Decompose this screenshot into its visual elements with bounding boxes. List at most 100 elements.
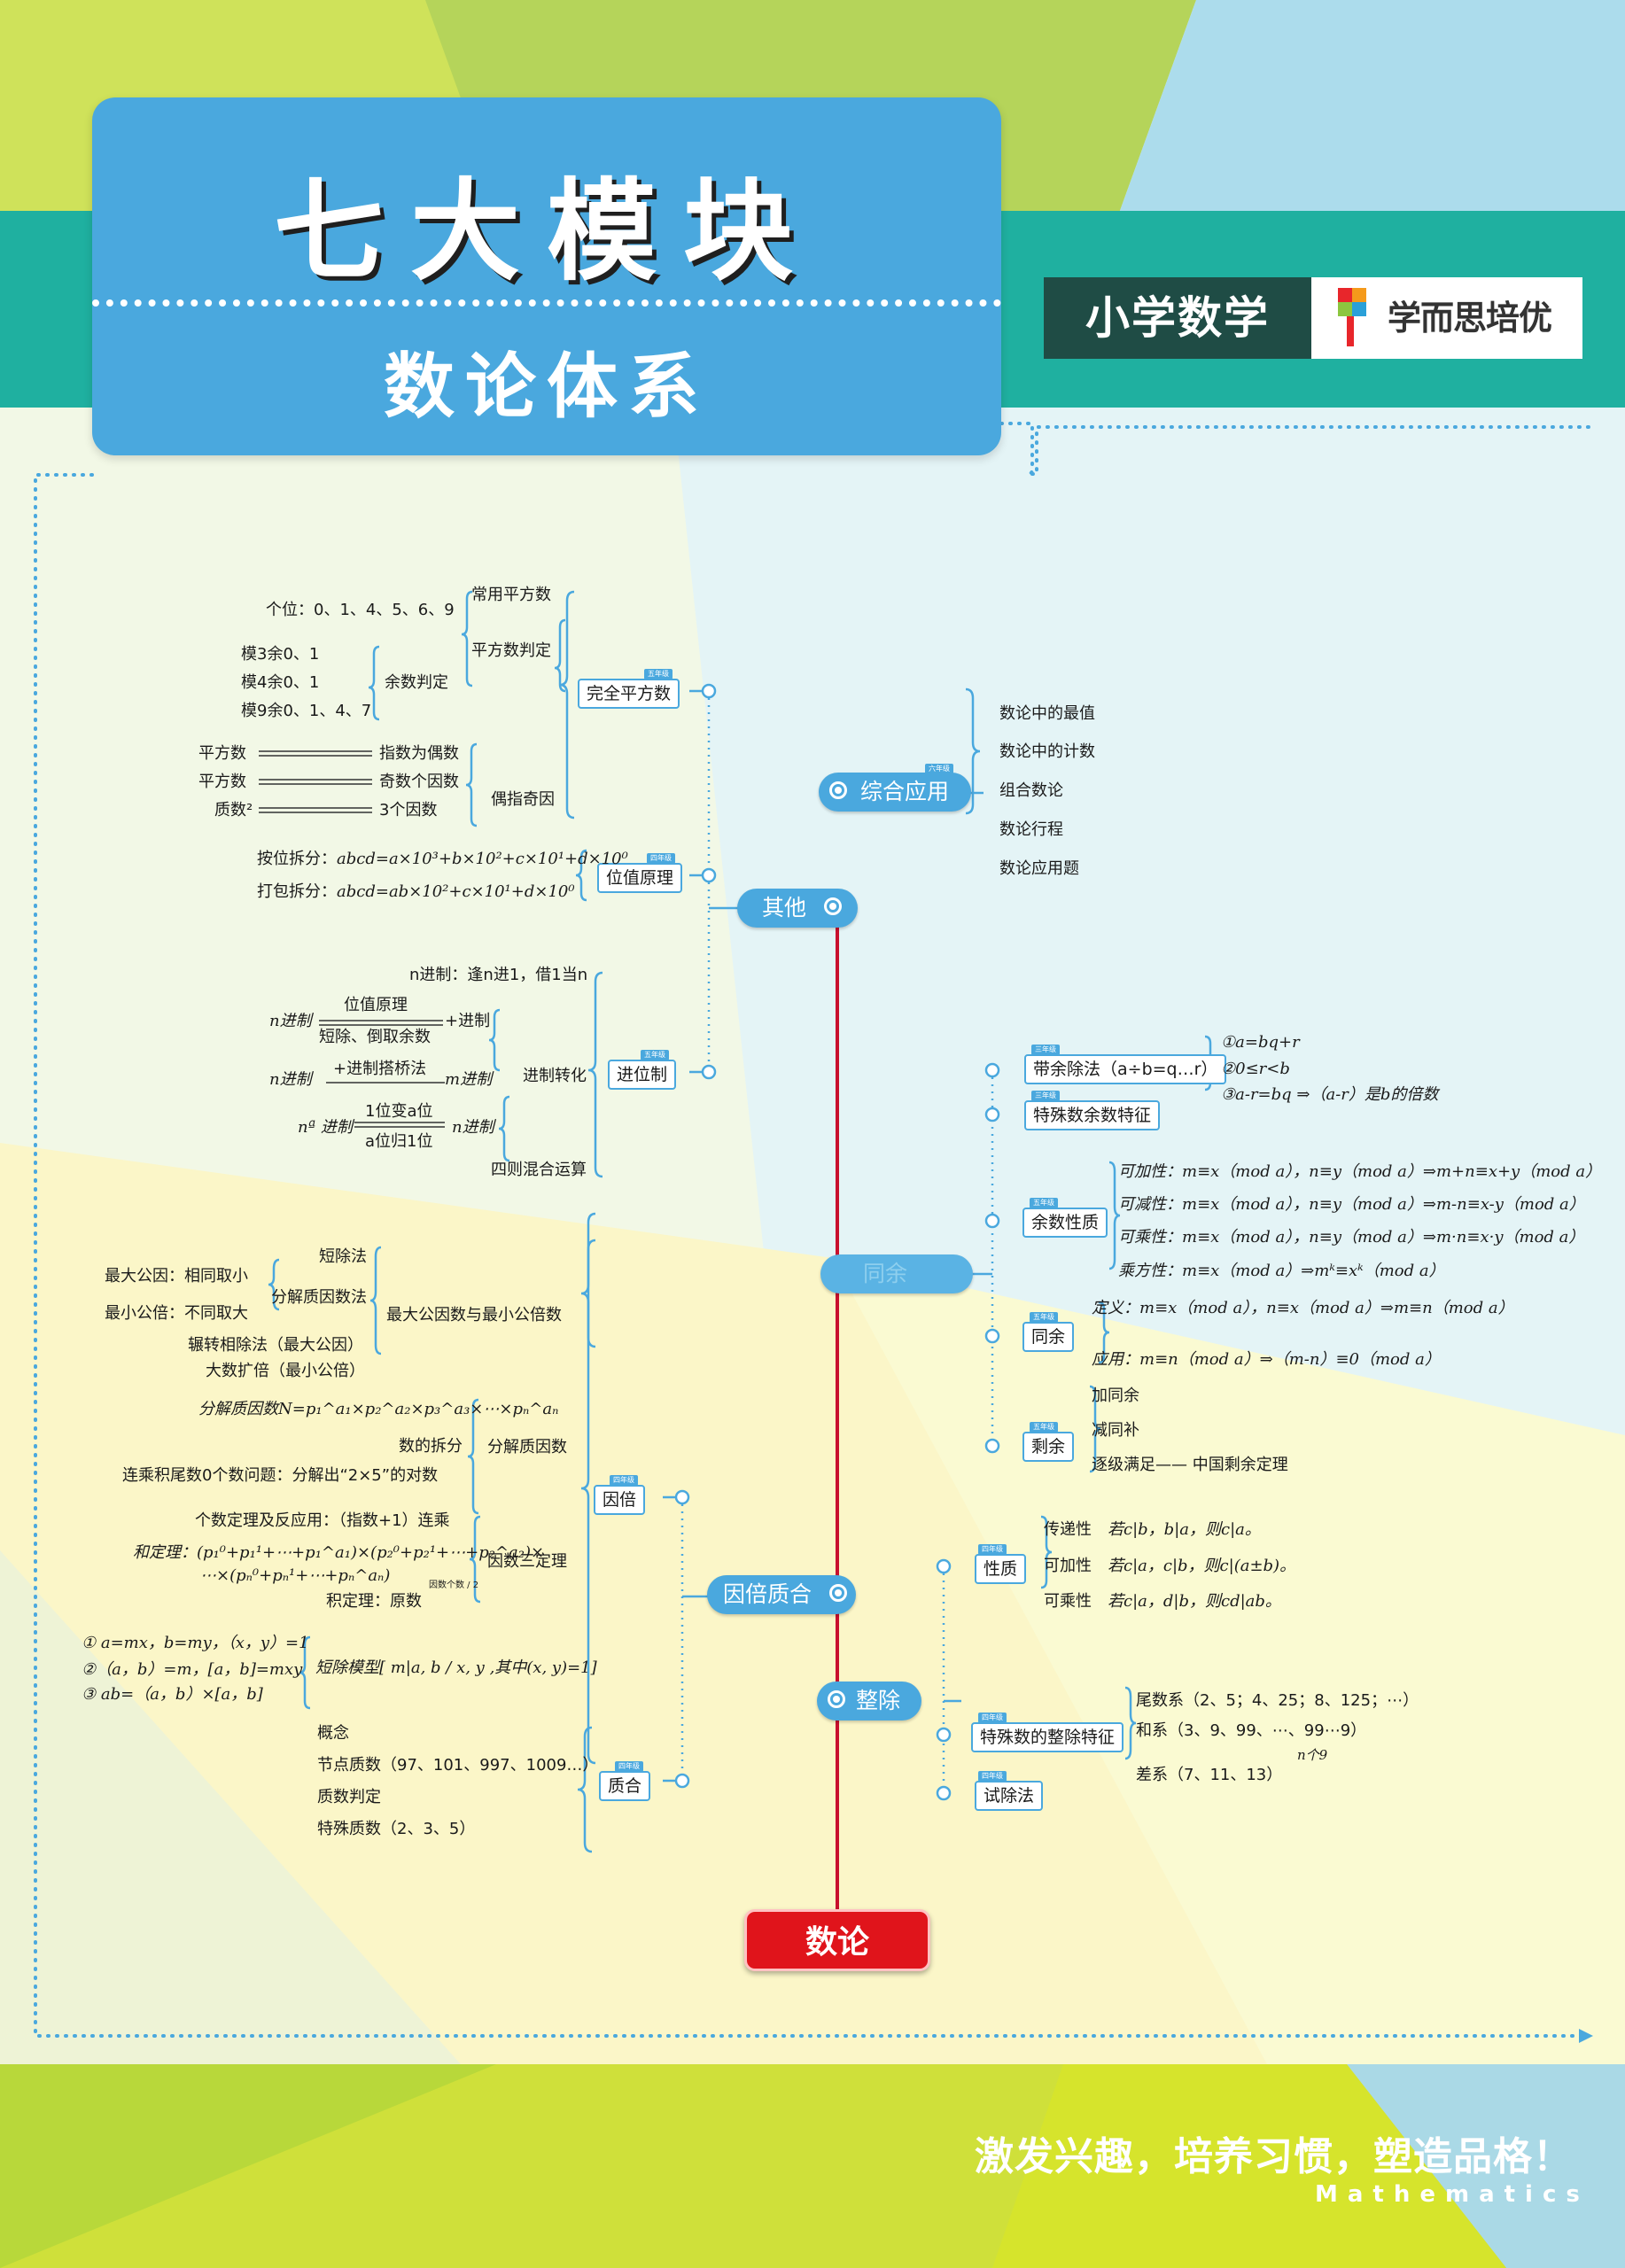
formula: 定义：m≡x（mod a），n≡x（mod a）⇒m≡n（mod a） [1092, 1299, 1514, 1317]
branch-label: 同余 [863, 1261, 908, 1286]
node-leftover[interactable]: 剩余五年级 [1022, 1422, 1075, 1462]
text-expand: 大数扩倍（最小公倍） [206, 1362, 365, 1380]
node-label: 位值原理 [606, 868, 674, 888]
text-sum-system: 和系（3、9、99、⋯、99⋯9） [1136, 1721, 1367, 1740]
text-base-conversion: 进制转化 [523, 1067, 587, 1085]
text-short-division: 短除、倒取余数 [319, 1028, 431, 1046]
text-split: 按位拆分：abcd=a×10³+b×10²+c×10¹+d×10⁰ [257, 850, 628, 869]
text-add-congruent: 加同余 [1092, 1386, 1139, 1405]
node-div-props[interactable]: 性质四年级 [975, 1544, 1027, 1584]
node-ring-icon [828, 1690, 845, 1708]
text-pack: 打包拆分：abcd=ab×10²+c×10¹+d×10⁰ [257, 882, 575, 902]
title-card: 七大模块 数论体系 [92, 97, 1001, 455]
grade-tag: 五年级 [1030, 1422, 1058, 1433]
text-trailing-zeros: 连乘积尾数0个数问题：分解出“2×5”的对数 [122, 1466, 439, 1485]
branch-comprehensive[interactable]: 综合应用 六年级 [819, 764, 971, 812]
node-label: 余数性质 [1031, 1213, 1100, 1232]
grade-tag: 五年级 [1030, 1312, 1058, 1323]
text-concept: 概念 [317, 1724, 349, 1743]
text-na-base: nª 进制 [298, 1118, 353, 1137]
text-mod4: 模4余0、1 [241, 673, 320, 692]
node-label: 性质 [984, 1559, 1018, 1579]
brand-logo-box: 学而思培优 [1311, 277, 1582, 359]
text-square: 平方数 [198, 744, 246, 763]
formula: 若c|a，c|b，则c|(a±b)。 [1108, 1557, 1296, 1575]
text-label: 按位拆分： [257, 850, 337, 868]
grade-tag: 四年级 [647, 853, 676, 864]
text-gcd: 最大公因：相同取小 [105, 1267, 248, 1285]
branch-factor-multiple[interactable]: 因倍质合 [707, 1575, 856, 1614]
text-one-to-a: 1位变a位 [365, 1102, 433, 1121]
root-node[interactable]: 数论 [744, 1909, 930, 1971]
branch-label: 综合应用 [860, 779, 950, 804]
text-node-primes: 节点质数（97、101、997、1009…） [317, 1756, 599, 1775]
text-common-squares: 常用平方数 [471, 586, 551, 604]
text-gcd-lcm: 最大公因数与最小公倍数 [386, 1306, 562, 1324]
node-label: 剩余 [1031, 1437, 1066, 1456]
node-remainder-props[interactable]: 余数性质五年级 [1022, 1198, 1108, 1238]
brand-logo-icon [1338, 288, 1366, 346]
formula: 乘方性：m≡x（mod a）⇒mᵏ≡xᵏ（mod a） [1118, 1262, 1445, 1280]
node-special-remainder[interactable]: 特殊数余数特征三年级 [1024, 1091, 1161, 1130]
text-three-factors: 3个因数 [379, 801, 438, 819]
grade-tag: 四年级 [978, 1771, 1007, 1782]
text-mod9: 模9余0、1、4、7 [241, 702, 372, 720]
footer-english: Mathematics [1315, 2181, 1590, 2208]
text-count-theorem: 个数定理及反应用：（指数+1）连乘 [195, 1511, 450, 1530]
text-sub-complement: 减同补 [1092, 1421, 1139, 1440]
formula: 可减性：m≡x（mod a），n≡y（mod a）⇒m-n≡x-y（mod a） [1118, 1195, 1585, 1214]
branch-divisibility[interactable]: 整除 [817, 1682, 921, 1720]
text-label: 打包拆分： [257, 882, 337, 901]
text-units-digit: 个位：0、1、4、5、6、9 [266, 601, 455, 619]
branch-label: 其他 [762, 895, 807, 920]
subject-badge: 小学数学 [1044, 277, 1311, 359]
text-n-nines: n个9 [1297, 1747, 1328, 1763]
text-prime-factor: 分解质因数 [487, 1438, 567, 1456]
formula: 若c|a，d|b，则cd|ab。 [1108, 1592, 1281, 1611]
text-even-exponent: 指数为偶数 [379, 744, 459, 763]
text-product-theorem: 积定理：原数 [326, 1592, 422, 1611]
text-n-base: n进制 [269, 1012, 312, 1030]
node-label: 质合 [608, 1776, 642, 1796]
node-place-value[interactable]: 位值原理 四年级 [597, 853, 683, 893]
text-split: 数的拆分 [399, 1437, 463, 1456]
node-label: 完全平方数 [587, 684, 672, 703]
list-item: 数论应用题 [999, 859, 1079, 878]
text-lcm: 最小公倍：不同取大 [105, 1304, 248, 1323]
node-trial-division[interactable]: 试除法四年级 [975, 1771, 1044, 1811]
node-with-remainder[interactable]: 带余除法（a÷b=q…r）三年级 [1024, 1045, 1227, 1084]
branch-other[interactable]: 其他 [737, 889, 858, 928]
grade-tag: 四年级 [978, 1713, 1007, 1723]
text-remainder-judge: 余数判定 [385, 673, 448, 692]
text-place-value: 位值原理 [344, 996, 408, 1014]
text-product-exponent: 因数个数 / 2 [429, 1581, 479, 1590]
text-diff-system: 差系（7、11、13） [1136, 1766, 1283, 1784]
node-perfect-square[interactable]: 完全平方数 五年级 [578, 669, 680, 709]
node-base[interactable]: 进位制五年级 [608, 1050, 677, 1090]
grade-tag: 五年级 [644, 669, 673, 680]
node-factor[interactable]: 因倍四年级 [594, 1475, 646, 1515]
text-parity: 偶指奇因 [491, 790, 555, 809]
formula: ②0≤r<b [1221, 1060, 1290, 1078]
node-prime[interactable]: 质合 四年级 [599, 1761, 651, 1801]
list-item: 组合数论 [999, 781, 1063, 800]
branch-remainder[interactable]: 同余 [820, 1254, 973, 1293]
text-mod3: 模3余0、1 [241, 645, 320, 664]
text-m-base: m进制 [445, 1070, 493, 1089]
text-arithmetic: 四则混合运算 [491, 1161, 587, 1179]
node-congruence[interactable]: 同余五年级 [1022, 1312, 1075, 1352]
page-title: 七大模块 [273, 168, 820, 296]
text-n-base: n进制 [452, 1118, 494, 1137]
grade-tag: 四年级 [610, 1475, 639, 1486]
list-item: 数论行程 [999, 820, 1063, 839]
text-plus-base: +进制 [445, 1012, 491, 1030]
grade-tag: 四年级 [615, 1761, 644, 1772]
list-item: 数论中的计数 [999, 742, 1095, 761]
text-base-rule: n进制：逢n进1，借1当n [409, 966, 588, 984]
formula: 可加性：m≡x（mod a），n≡y（mod a）⇒m+n≡x+y（mod a） [1118, 1162, 1602, 1181]
node-special-divisibility[interactable]: 特殊数的整除特征四年级 [971, 1713, 1124, 1752]
formula: 和定理：(p₁⁰+p₁¹+⋯+p₁^a₁)×(p₂⁰+p₂¹+⋯+p₂^a₂)× [133, 1543, 545, 1562]
grade-tag: 五年级 [1030, 1198, 1058, 1208]
node-label: 进位制 [617, 1065, 668, 1084]
text-additive: 可加性 [1044, 1557, 1092, 1575]
